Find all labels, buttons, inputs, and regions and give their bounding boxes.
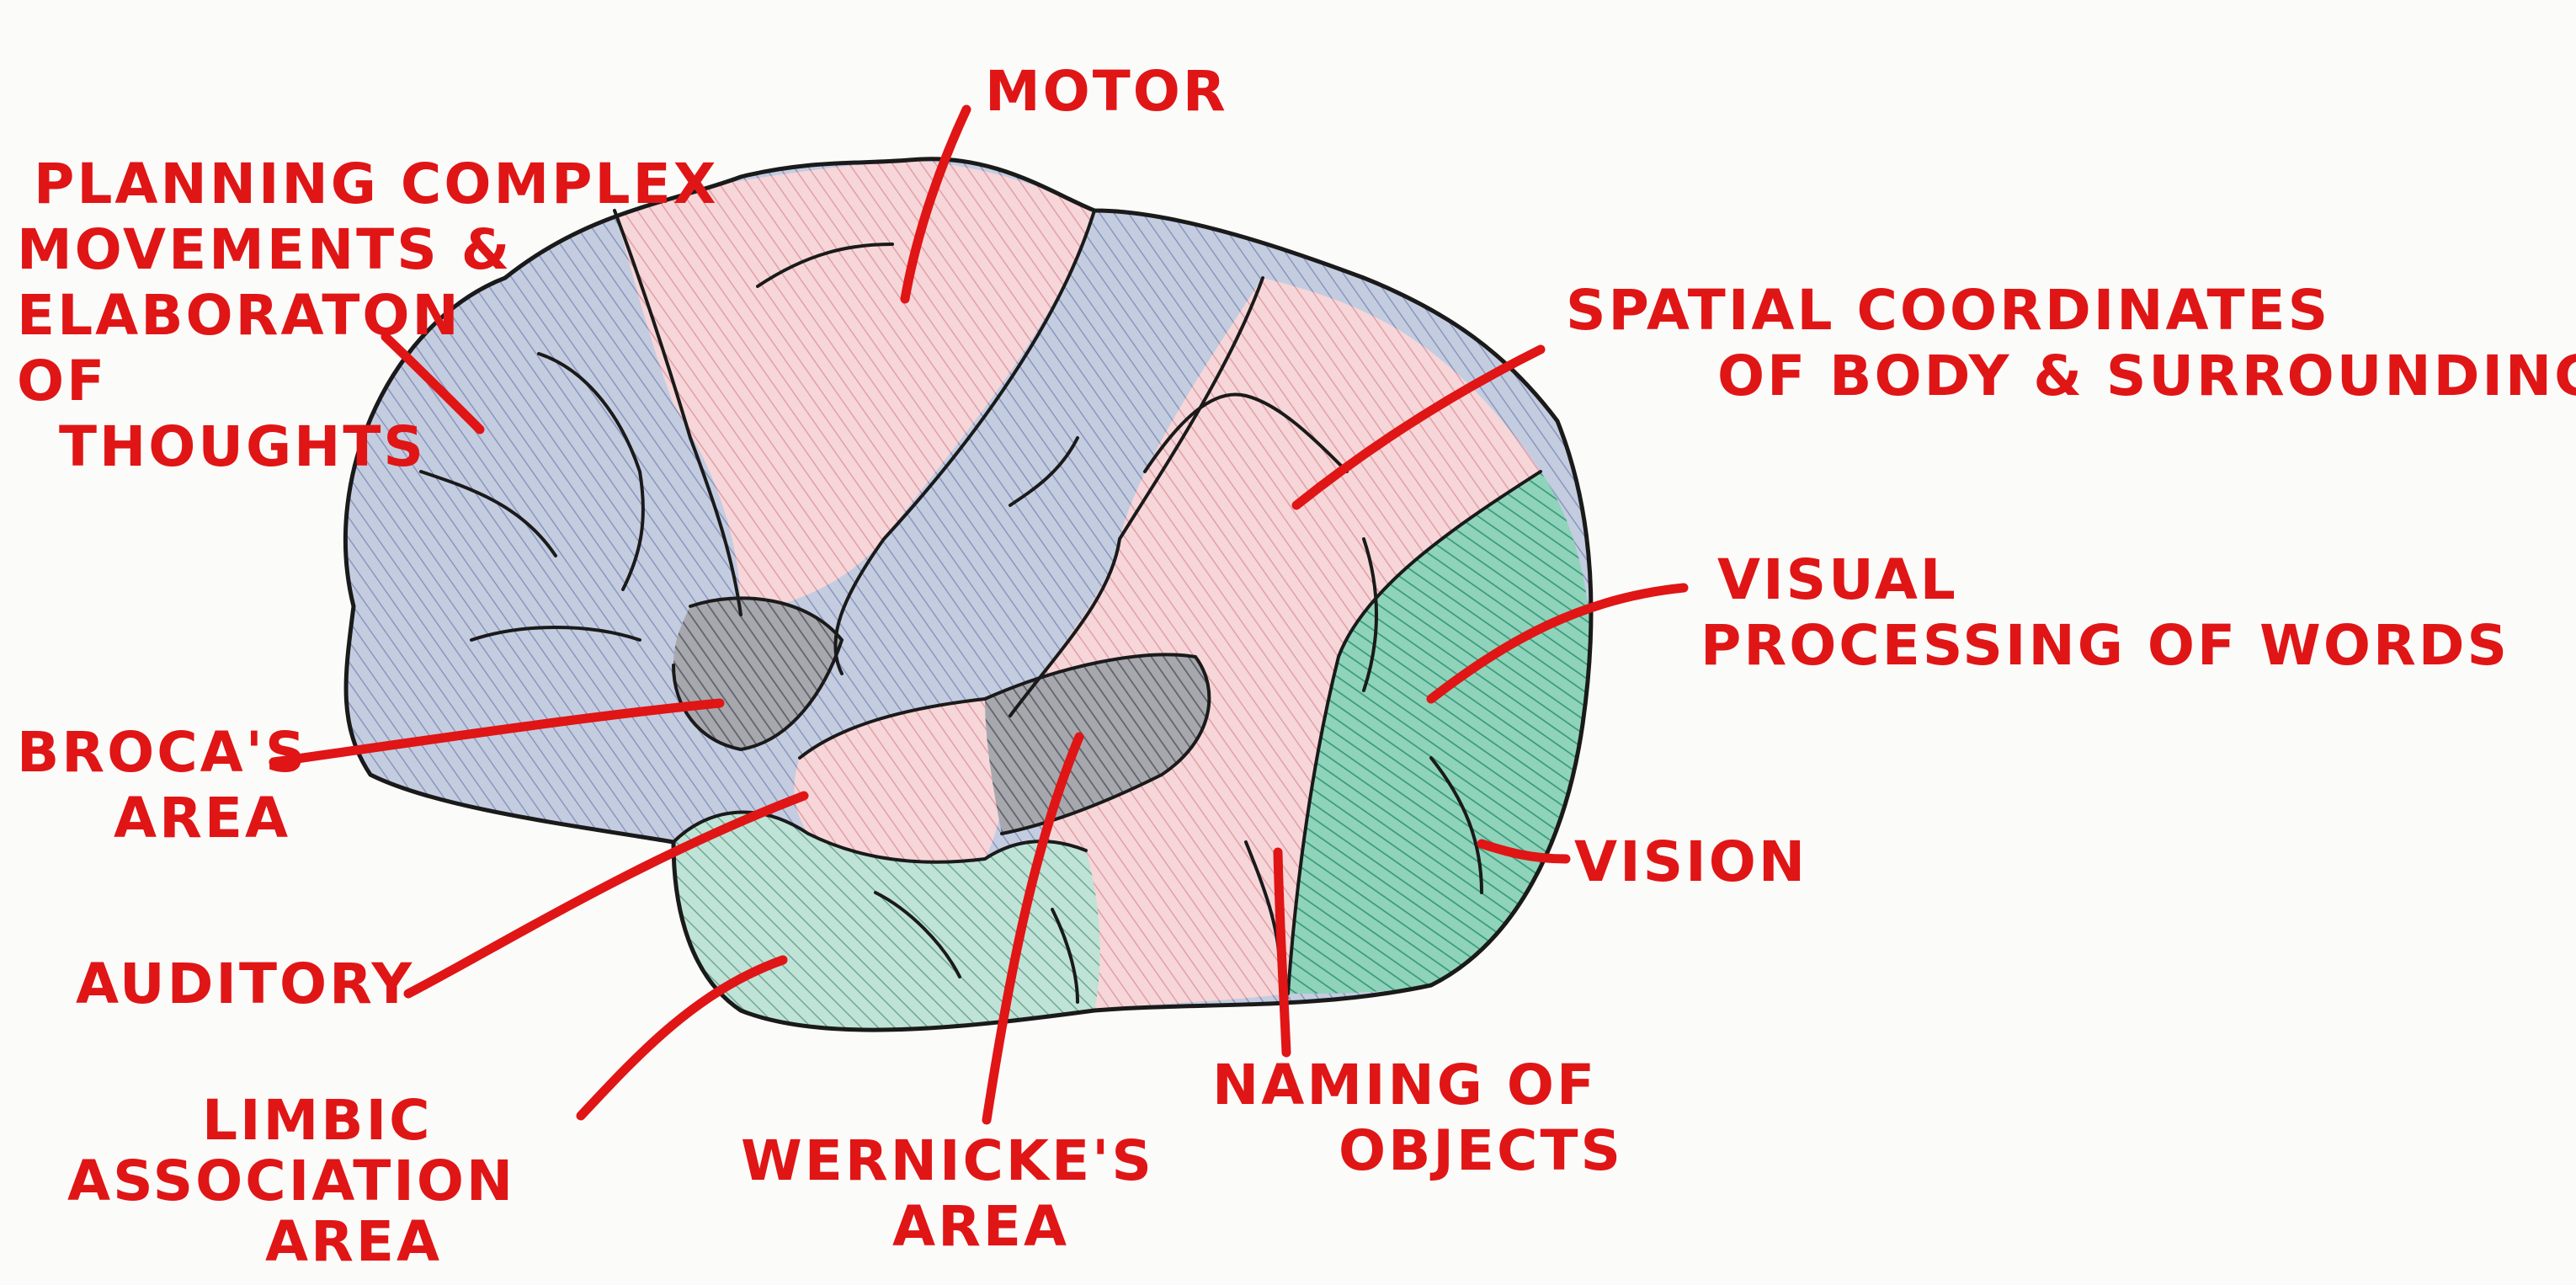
label-motor: MOTOR — [985, 59, 1228, 125]
label-auditory-text: AUDITORY — [76, 952, 414, 1017]
label-planning-line-2: MOVEMENTS & — [17, 217, 719, 283]
label-limbic-line-2: ASSOCIATION — [67, 1151, 515, 1212]
label-planning-line-1: PLANNING COMPLEX — [34, 152, 719, 217]
label-wernickes-line-1: WERNICKE'S — [741, 1128, 1154, 1194]
label-visual-words-line-2: PROCESSING OF WORDS — [1700, 613, 2509, 679]
label-planning-line-3: ELABORATON — [17, 283, 719, 349]
label-brocas: BROCA'S AREA — [17, 720, 308, 851]
label-spatial-line-1: SPATIAL COORDINATES — [1566, 278, 2576, 344]
label-spatial-line-2: OF BODY & SURROUNDINGS — [1717, 344, 2576, 409]
label-spatial: SPATIAL COORDINATES OF BODY & SURROUNDIN… — [1566, 278, 2576, 409]
label-brocas-line-1: BROCA'S — [17, 720, 308, 786]
label-motor-text: MOTOR — [985, 59, 1228, 125]
label-wernickes-line-2: AREA — [892, 1194, 1154, 1260]
label-brocas-line-2: AREA — [114, 786, 308, 851]
label-visual-words: VISUAL PROCESSING OF WORDS — [1700, 547, 2509, 679]
label-limbic-line-1: LIMBIC — [202, 1090, 515, 1151]
label-planning-line-4: OF — [17, 349, 719, 414]
label-vision: VISION — [1574, 829, 1807, 895]
label-planning: PLANNING COMPLEX MOVEMENTS & ELABORATON … — [17, 152, 719, 480]
label-limbic: LIMBIC ASSOCIATION AREA — [67, 1090, 515, 1272]
label-wernickes: WERNICKE'S AREA — [741, 1128, 1154, 1260]
label-auditory: AUDITORY — [76, 952, 414, 1017]
label-vision-text: VISION — [1574, 829, 1807, 895]
label-visual-words-line-1: VISUAL — [1717, 547, 2509, 613]
label-naming-line-2: OBJECTS — [1339, 1118, 1623, 1184]
label-naming: NAMING OF OBJECTS — [1212, 1053, 1623, 1184]
label-limbic-line-3: AREA — [265, 1212, 515, 1272]
label-planning-line-5: THOUGHTS — [59, 414, 719, 480]
label-naming-line-1: NAMING OF — [1212, 1053, 1623, 1118]
